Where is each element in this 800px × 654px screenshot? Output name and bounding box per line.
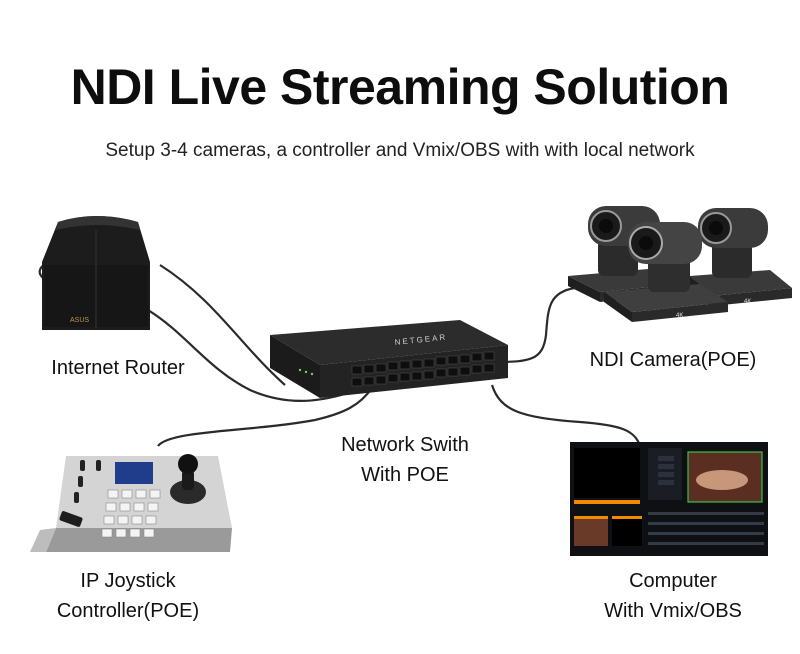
camera-right-badge: 4K <box>744 299 751 305</box>
cable-controller-switch <box>157 387 373 447</box>
switch-label-line1: Network Swith <box>341 434 469 456</box>
switch-device: NETGEAR <box>270 320 508 398</box>
computer-software-buttons <box>658 456 674 485</box>
computer-label: Computer With Vmix/OBS <box>573 566 773 626</box>
router-device: ASUS <box>42 216 150 330</box>
computer-timeline <box>648 512 764 545</box>
camera-label: NDI Camera(POE) <box>589 349 757 371</box>
joystick-base <box>170 480 206 504</box>
controller-knobs <box>74 460 101 503</box>
camera-front: 4K <box>604 222 728 322</box>
cable-camera-switch <box>494 286 576 364</box>
joystick-knob <box>178 454 198 474</box>
controller-device <box>30 454 232 552</box>
controller-screen <box>115 462 153 484</box>
cable-computer-switch <box>490 384 642 447</box>
computer-device <box>570 442 768 556</box>
cable-router-top <box>159 264 286 386</box>
page-subtitle: Setup 3-4 cameras, a controller and Vmix… <box>105 140 695 161</box>
router-label: Internet Router <box>51 357 185 379</box>
router-brand: ASUS <box>70 317 89 324</box>
computer-label-line1: Computer <box>629 570 717 592</box>
switch-label-line2: With POE <box>361 464 449 486</box>
camera-front-badge: 4K <box>676 313 683 319</box>
page-title: NDI Live Streaming Solution <box>70 59 730 115</box>
camera-group: 4K 4K <box>568 206 792 322</box>
switch-ports <box>351 351 495 387</box>
computer-label-line2: With Vmix/OBS <box>604 600 742 622</box>
controller-label-line1: IP Joystick <box>80 570 176 592</box>
controller-label-line2: Controller(POE) <box>56 600 200 622</box>
controller-keypad <box>101 489 161 538</box>
controller-label: IP Joystick Controller(POE) <box>28 566 228 626</box>
switch-leds <box>298 368 314 376</box>
switch-label: Network Swith With POE <box>310 430 500 490</box>
